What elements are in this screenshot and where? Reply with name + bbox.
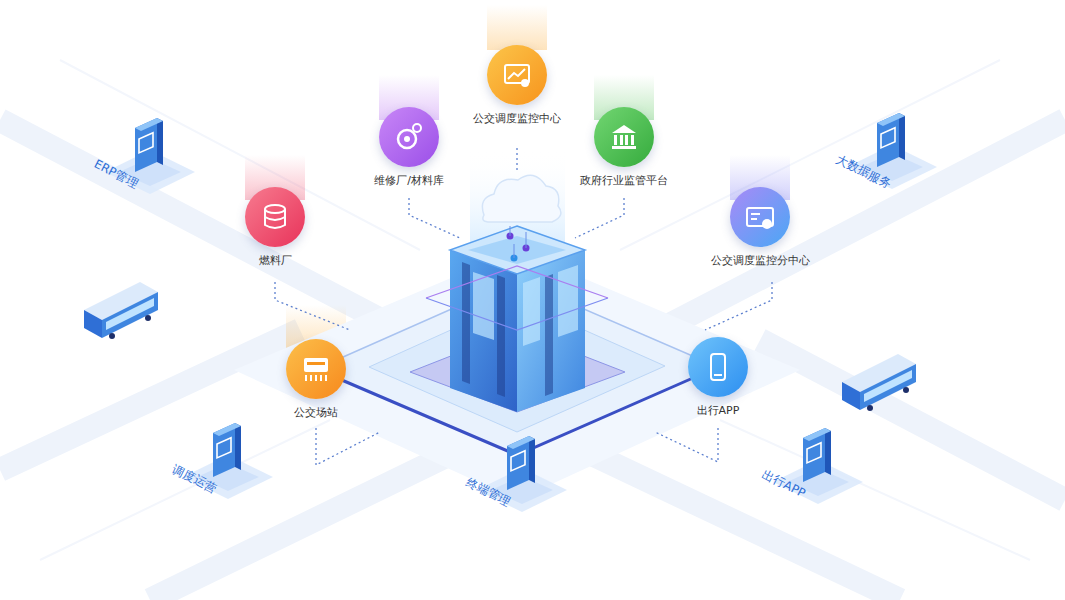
icon-circle — [730, 187, 790, 247]
icon-circle — [379, 107, 439, 167]
node-label: 维修厂/材料库 — [372, 174, 446, 188]
icon-circle — [245, 187, 305, 247]
iso-tile-node: 终端管理 — [457, 428, 587, 528]
icon-circle-node: 出行APP — [686, 337, 750, 418]
icon-circle-node: 公交调度监控中心 — [471, 45, 563, 126]
icon-circle — [487, 45, 547, 105]
bus — [842, 354, 916, 411]
icon-circle — [688, 337, 748, 397]
iso-tile-node: 出行APP — [753, 420, 883, 520]
iso-tile-node: 大数据服务 — [827, 105, 957, 205]
icon — [487, 45, 547, 105]
icon — [286, 339, 346, 399]
icon-circle — [594, 107, 654, 167]
icon — [730, 187, 790, 247]
icon — [245, 187, 305, 247]
node-label: 燃料厂 — [243, 254, 307, 268]
icon-circle-node: 公交场站 — [284, 339, 348, 420]
node-label: 公交调度监控中心 — [471, 112, 563, 126]
icon — [594, 107, 654, 167]
icon-circle-node: 维修厂/材料库 — [372, 107, 446, 188]
icon-circle — [286, 339, 346, 399]
icon-circle-node: 燃料厂 — [243, 187, 307, 268]
iso-tile-node: ERP管理 — [85, 110, 215, 210]
node-label: 公交场站 — [284, 406, 348, 420]
bus — [84, 282, 158, 339]
icon — [688, 337, 748, 397]
icon — [379, 107, 439, 167]
node-label: 公交调度监控分中心 — [709, 254, 812, 268]
iso-tile-node: 调度运营 — [163, 415, 293, 515]
node-label: 政府行业监管平台 — [578, 174, 670, 188]
icon-circle-node: 政府行业监管平台 — [578, 107, 670, 188]
icon-circle-node: 公交调度监控分中心 — [709, 187, 812, 268]
node-label: 出行APP — [686, 404, 750, 418]
